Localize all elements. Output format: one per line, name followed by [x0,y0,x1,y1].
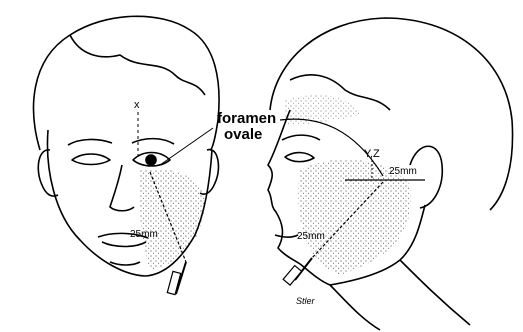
lateral-syringe [283,266,301,286]
lateral-brow [282,135,320,140]
front-depth-label: 25mm [130,229,158,240]
front-cheek-shading [139,169,205,270]
foramen-label-line1: foramen [217,110,276,127]
lateral-mouth [275,235,298,237]
foramen-label-line2: ovale [224,126,262,143]
front-pointer-line [160,128,213,165]
lateral-marker-yz: Y,Z [364,148,380,160]
lateral-depth-label-ear: 25mm [389,166,417,177]
lateral-depth-label-jaw: 25mm [297,231,325,242]
front-hair [34,16,219,150]
front-syringe [167,271,180,294]
front-marker-x: x [134,99,140,111]
artist-signature: Stler [296,296,316,306]
front-chin-crease [110,262,140,265]
front-left-eye [72,154,110,165]
front-left-brow [68,139,112,145]
front-nose [110,165,134,211]
lateral-ear [410,146,442,208]
front-right-pupil [146,155,156,165]
lateral-eye [285,153,314,162]
lateral-forehead-shading [285,95,360,125]
